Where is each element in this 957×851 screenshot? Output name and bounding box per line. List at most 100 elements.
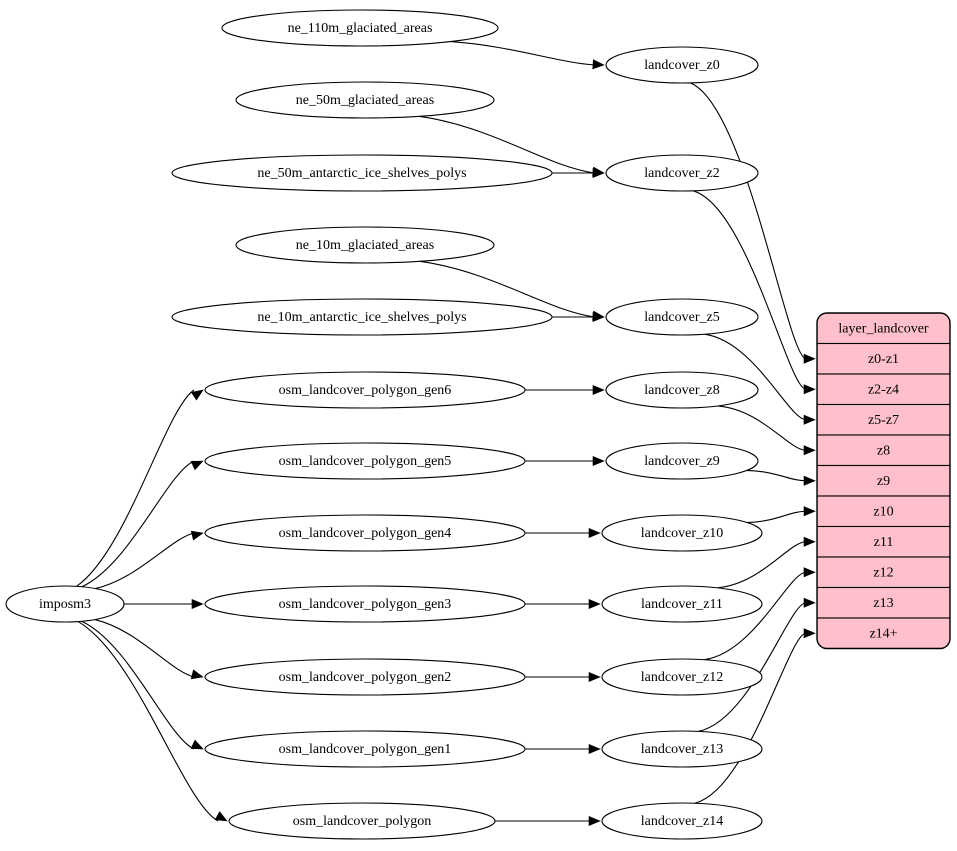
node-osm_landcover_polygon_gen6[interactable]: osm_landcover_polygon_gen6 [204,371,526,409]
node-landcover_z13[interactable]: landcover_z13 [601,730,763,768]
edge-imposm3-to-osm-landcover-polygon [77,621,219,822]
node-label: osm_landcover_polygon_gen4 [279,526,452,541]
edges-layer [76,41,816,827]
layer-table-cell-bg [817,586,950,619]
layer-table-cell-bg [817,342,950,375]
layer-table-row[interactable]: z0-z1 [817,342,950,375]
layer-table-cell-bg [817,403,950,436]
edge-arrowhead [588,671,601,683]
node-landcover_z14[interactable]: landcover_z14 [601,802,763,840]
edge-arrowhead [190,389,204,401]
edge-landcover_z11-to-layer-landcover-z11 [717,541,807,589]
node-shape-layer [605,154,759,192]
layer-table-row-label: z10 [873,504,893,519]
layer-table-row[interactable]: z8 [817,434,950,467]
node-shape-input [235,226,495,264]
node-landcover_z2[interactable]: landcover_z2 [605,154,759,192]
edge-arrowhead [191,598,204,610]
layer-table-row-label: z13 [873,596,893,611]
node-landcover_z5[interactable]: landcover_z5 [605,298,759,336]
layer-table-row[interactable]: z14+ [817,617,950,649]
layer-table-header[interactable]: layer_landcover [817,313,950,345]
node-ne_10m_antarctic_ice_shelves_polys[interactable]: ne_10m_antarctic_ice_shelves_polys [171,298,553,336]
nodes-layer: ne_110m_glaciated_areas ne_50m_glaciated_… [5,9,763,840]
edge-arrowhead [803,384,816,395]
edge-landcover_z10-to-layer-landcover-z10 [747,510,807,524]
node-label: ne_50m_glaciated_areas [296,93,434,108]
node-landcover_z0[interactable]: landcover_z0 [605,46,759,84]
edge-arrowhead [592,384,605,396]
edge-arrowhead [803,445,816,456]
layer-table-row[interactable]: z2-z4 [817,373,950,406]
node-ne_10m_glaciated_areas[interactable]: ne_10m_glaciated_areas [235,226,495,264]
node-label: landcover_z2 [644,166,719,181]
layer-table-row[interactable]: z10 [817,495,950,528]
edge-arrowhead [592,167,605,179]
layer-table-row[interactable]: z5-z7 [817,403,950,436]
node-shape-input [204,585,526,623]
layer-table-row[interactable]: z11 [817,525,950,558]
node-ne_50m_glaciated_areas[interactable]: ne_50m_glaciated_areas [235,81,495,119]
edge-arrowhead [803,567,816,578]
node-shape-layer [605,46,759,84]
node-landcover_z9[interactable]: landcover_z9 [605,442,759,480]
node-shape-layer [601,514,763,552]
layer-table-header-label: layer_landcover [838,321,929,336]
edge-arrowhead [214,811,228,822]
node-osm_landcover_polygon_gen2[interactable]: osm_landcover_polygon_gen2 [204,658,526,696]
edge-ne_50m_glaciated_areas-to-landcover-z2 [418,115,596,174]
edge-landcover_z2-to-layer-landcover-z2-z4 [692,190,807,390]
node-osm_landcover_polygon_gen4[interactable]: osm_landcover_polygon_gen4 [204,514,526,552]
edge-landcover_z14-to-layer-landcover-z14- [694,632,807,804]
node-label: osm_landcover_polygon_gen1 [279,742,452,757]
edge-landcover_z8-to-layer-landcover-z8 [717,405,807,451]
edge-imposm3-to-osm-landcover-polygon-gen1 [81,620,195,750]
layer-table-row-label: z11 [874,535,894,550]
node-shape-input [204,658,526,696]
node-label: osm_landcover_polygon_gen3 [279,597,452,612]
node-landcover_z8[interactable]: landcover_z8 [605,371,759,409]
edge-arrowhead [190,669,204,680]
layer-table-row[interactable]: z12 [817,556,950,589]
layer-table-row-label: z8 [877,443,890,458]
edge-arrowhead [803,353,816,364]
node-label: landcover_z12 [641,670,723,685]
node-imposm3[interactable]: imposm3 [5,585,125,623]
node-label: osm_landcover_polygon [293,814,431,829]
node-osm_landcover_polygon_gen1[interactable]: osm_landcover_polygon_gen1 [204,730,526,768]
edge-arrowhead [588,598,601,610]
node-landcover_z11[interactable]: landcover_z11 [601,585,763,623]
edge-landcover_z0-to-layer-landcover-z0-z1 [690,82,807,360]
node-osm_landcover_polygon[interactable]: osm_landcover_polygon [228,802,496,840]
node-label: osm_landcover_polygon_gen5 [279,454,452,469]
edge-ne_10m_glaciated_areas-to-landcover-z5 [419,260,596,318]
node-label: landcover_z0 [644,58,719,73]
layer-table-row[interactable]: z9 [817,464,950,497]
layer-table-row-label: z0-z1 [868,352,899,367]
node-label: ne_10m_glaciated_areas [296,238,434,253]
layer-table-row[interactable]: z13 [817,586,950,619]
node-landcover_z10[interactable]: landcover_z10 [601,514,763,552]
layer-table-cell-bg [817,464,950,497]
edge-arrowhead [803,506,816,517]
edge-arrowhead [588,527,601,539]
layer-table-row-label: z9 [877,474,890,489]
edge-arrowhead [588,815,601,827]
node-osm_landcover_polygon_gen5[interactable]: osm_landcover_polygon_gen5 [204,442,526,480]
edge-arrowhead [588,743,601,755]
edge-imposm3-to-osm-landcover-polygon-gen4 [95,532,195,590]
edge-imposm3-to-osm-landcover-polygon-gen5 [81,460,195,588]
node-shape-input [204,371,526,409]
node-osm_landcover_polygon_gen3[interactable]: osm_landcover_polygon_gen3 [204,585,526,623]
node-ne_110m_glaciated_areas[interactable]: ne_110m_glaciated_areas [221,9,499,47]
node-shape-input [235,81,495,119]
node-label: landcover_z14 [641,814,723,829]
node-ne_50m_antarctic_ice_shelves_polys[interactable]: ne_50m_antarctic_ice_shelves_polys [171,154,553,192]
node-landcover_z12[interactable]: landcover_z12 [601,658,763,696]
layer-table-cell-bg [817,495,950,528]
node-shape-input [171,298,553,336]
node-label: imposm3 [39,597,91,612]
